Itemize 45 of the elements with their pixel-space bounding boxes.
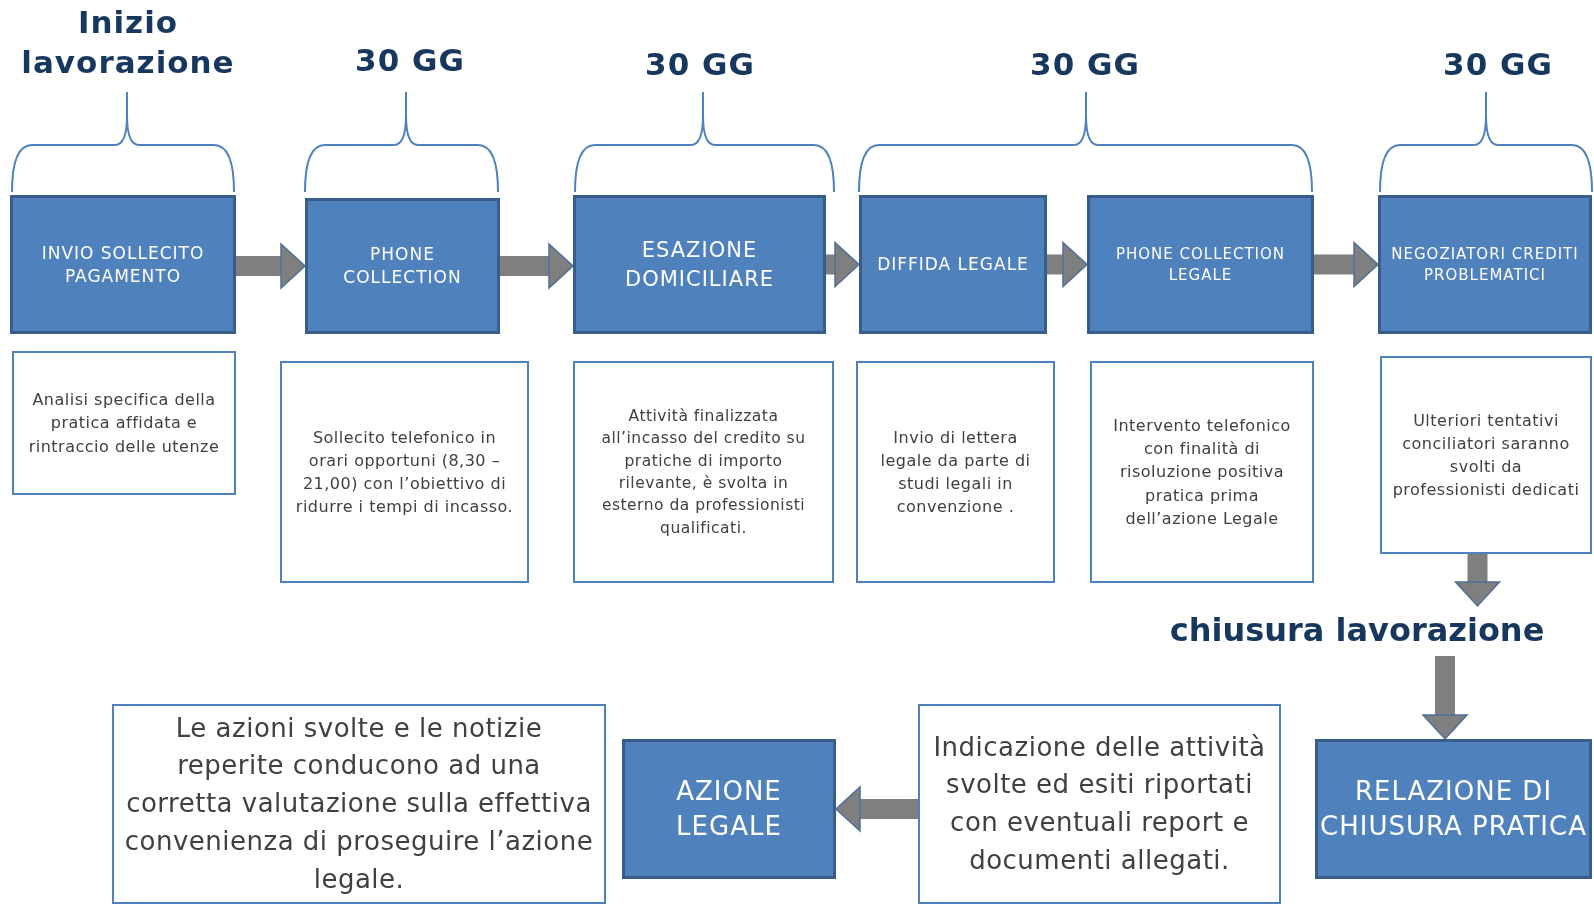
box-text: PHONE COLLECTION — [342, 243, 463, 289]
process-box — [1087, 195, 1314, 334]
arrow — [1422, 656, 1468, 740]
arrow — [500, 243, 574, 289]
arrow — [1454, 554, 1501, 607]
box-text: PHONE COLLECTION LEGALE — [1114, 244, 1287, 285]
description-box — [918, 704, 1281, 904]
box-text: AZIONE LEGALE — [675, 774, 783, 843]
stage-label: Inizio lavorazione — [20, 3, 236, 82]
box-text: NEGOZIATORI CREDITI PROBLEMATICI — [1390, 244, 1580, 285]
box-text: Intervento telefonico con finalità di risoluzione positiva pratica prima dell’azione Legale — [1112, 415, 1292, 530]
box-text: Analisi specifica della pratica affidata e rintraccio delle utenze — [27, 389, 221, 458]
arrow — [1314, 241, 1379, 288]
description-box — [573, 361, 834, 583]
stage-label: 30 GG — [1029, 45, 1141, 84]
stage-label: 30 GG — [1442, 45, 1554, 84]
process-box — [859, 195, 1047, 334]
box-text: Indicazione delle attività svolte ed esiti riportati con eventuali report e documenti allegati. — [932, 730, 1267, 877]
box-text: Invio di lettera legale da parte di studi legali in convenzione . — [879, 426, 1032, 519]
box-text: DIFFIDA LEGALE — [877, 253, 1029, 276]
stage-label: 30 GG — [354, 41, 466, 80]
box-text: Attività finalizzata all’incasso del credito su pratiche di importo rilevante, è svolta in esterno da professionisti qualificati. — [600, 405, 807, 539]
description-box — [856, 361, 1055, 583]
process-box — [10, 195, 236, 334]
box-text: RELAZIONE DI CHIUSURA PRATICA — [1319, 774, 1588, 843]
process-box — [573, 195, 826, 334]
description-box — [1090, 361, 1314, 583]
arrow — [236, 243, 306, 289]
box-text: Sollecito telefonico in orari opportuni (8,30 – 21,00) con l’obiettivo di ridurre i tempi di incasso. — [294, 426, 515, 519]
process-box — [305, 198, 500, 334]
process-box — [622, 739, 836, 879]
stage-label: 30 GG — [644, 45, 756, 84]
description-box — [280, 361, 529, 583]
arrow — [826, 241, 860, 288]
closing-label: chiusura lavorazione — [1139, 606, 1575, 656]
process-box — [1378, 195, 1592, 334]
arrow — [835, 786, 918, 832]
arrow — [1047, 241, 1088, 288]
box-text: INVIO SOLLECITO PAGAMENTO — [40, 241, 206, 288]
description-box — [12, 351, 236, 495]
process-box — [1315, 739, 1592, 879]
box-text: Ulteriori tentativi conciliatori saranno svolti da professionisti dedicati — [1392, 409, 1580, 502]
box-text: ESAZIONE DOMICILIARE — [624, 237, 775, 293]
description-box — [1380, 356, 1592, 554]
box-text: Le azioni svolte e le notizie reperite conducono ad una corretta valutazione sulla effettiva convenienza di proseguire l’azione legale. — [124, 711, 594, 896]
